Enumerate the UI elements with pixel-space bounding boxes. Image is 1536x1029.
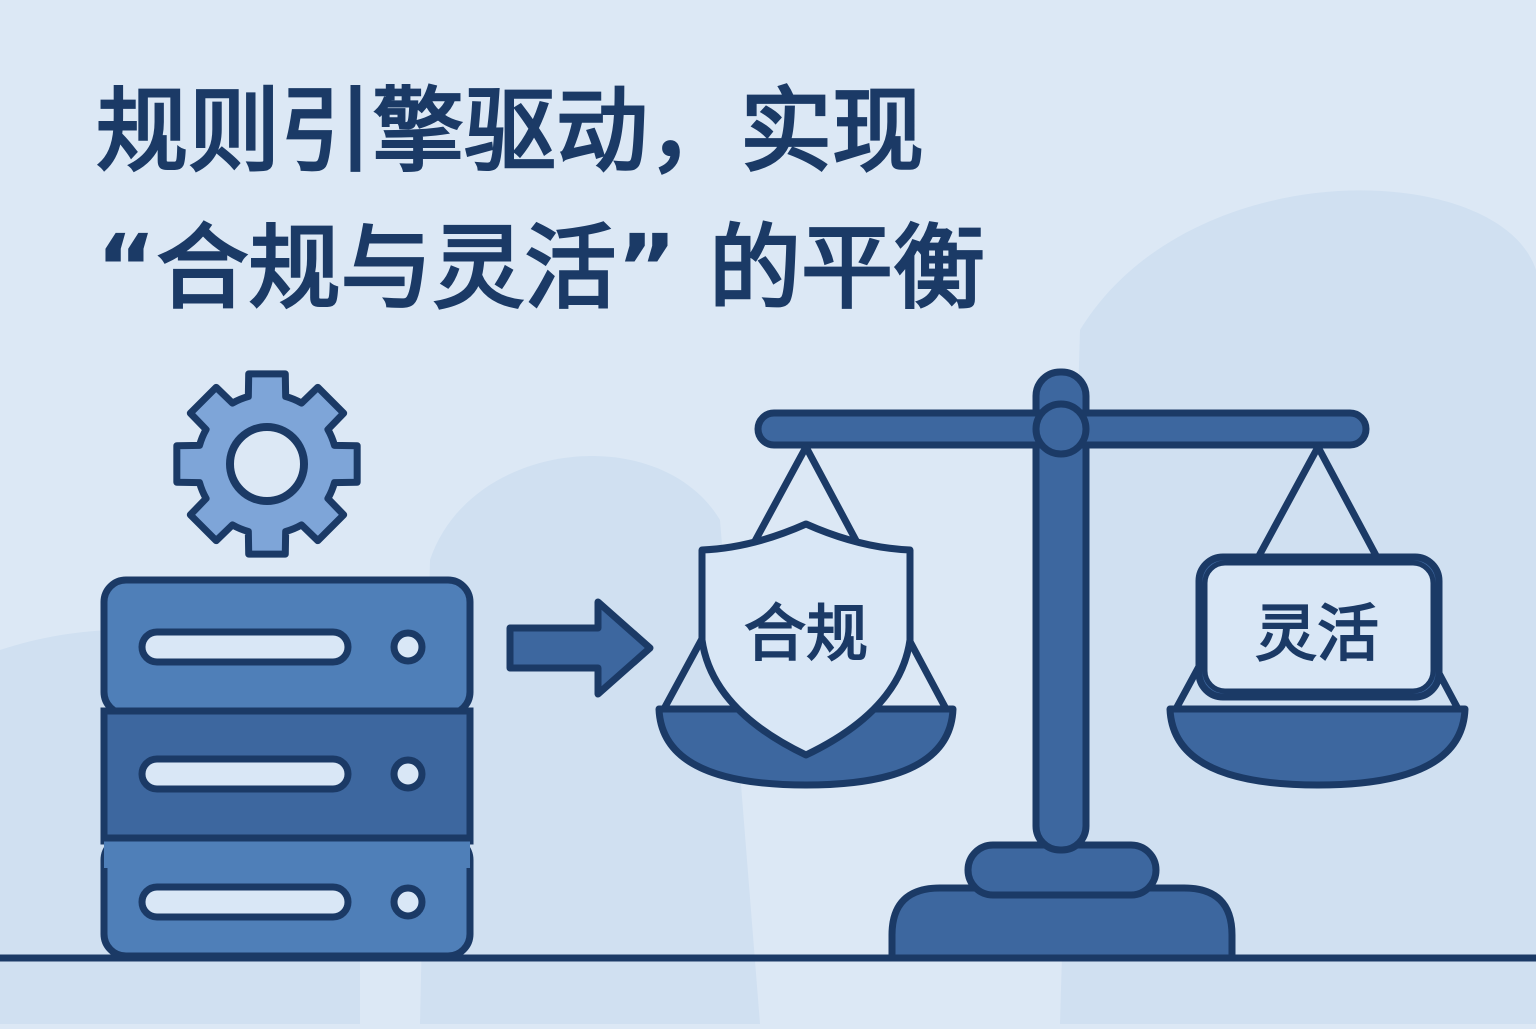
scale-pillar <box>1032 368 1090 854</box>
server-led-3 <box>390 884 426 920</box>
flexibility-box: 灵活 <box>1195 553 1443 701</box>
balance-scale-icon: 合规 灵活 <box>655 368 1469 962</box>
server-led-1 <box>390 629 426 665</box>
flexibility-label: 灵活 <box>1255 597 1379 670</box>
right-pan <box>1166 705 1469 789</box>
compliance-label: 合规 <box>744 597 868 670</box>
shield-icon: 合规 <box>698 520 914 759</box>
server-led-2 <box>390 756 426 792</box>
scale-base <box>888 884 1236 962</box>
page-title: 规则引擎驱动，实现 “合规与灵活” 的平衡 <box>96 78 985 322</box>
server-icon <box>100 576 474 960</box>
title-line-2: “合规与灵活” 的平衡 <box>96 215 985 322</box>
server-slot-2 <box>138 755 352 793</box>
arrow-right-icon <box>506 598 654 698</box>
scale-pivot <box>1032 400 1090 458</box>
gear-icon <box>173 370 361 558</box>
server-slot-1 <box>138 628 352 666</box>
title-line-1: 规则引擎驱动，实现 <box>96 78 924 185</box>
server-slot-3 <box>138 883 352 921</box>
